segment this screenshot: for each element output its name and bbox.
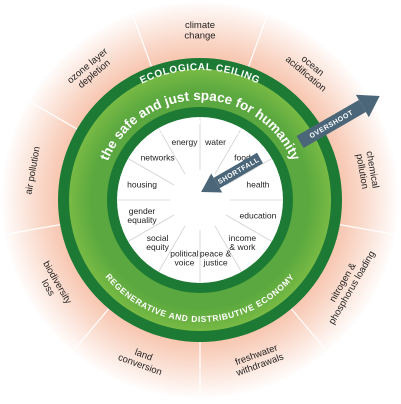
sector-divider [158,127,186,175]
sector-divider [214,127,242,175]
social-dimension-label: water [204,137,226,147]
sector-divider [127,158,175,186]
sector-divider [225,214,273,242]
sector-divider [225,158,273,186]
sector-divider [28,100,78,130]
social-sector-dividers [117,117,283,283]
social-shortfall-zone [117,117,283,283]
sector-divider [72,308,110,353]
sector-divider [214,225,242,273]
social-dimension-label: health [246,179,269,189]
sector-divider [131,13,152,67]
social-dimension-label: energy [171,137,198,147]
social-dimension-label: income& work [229,233,257,252]
social-dimension-label: peace &justice [200,248,232,267]
sector-divider [248,13,269,67]
sector-divider [290,308,328,353]
sector-divider [339,224,396,235]
social-dimension-label: food [234,153,251,163]
sector-divider [158,225,186,273]
sector-divider [127,214,175,242]
social-dimension-label: education [240,211,277,221]
social-dimension-labels: water food health education income& workpeac… [127,137,277,267]
social-dimension-label: networks [141,153,175,163]
social-dimension-label: housing [127,179,157,189]
sector-divider [4,224,61,235]
